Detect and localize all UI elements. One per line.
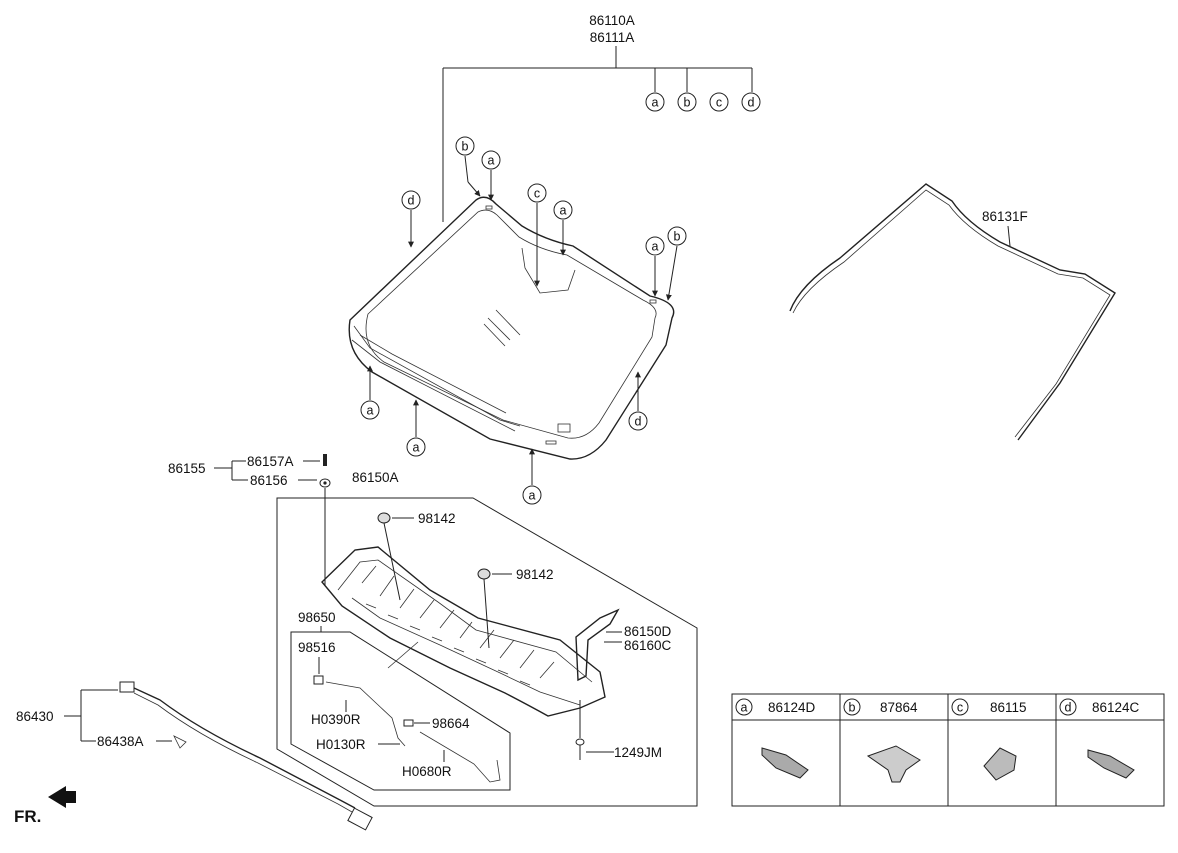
front-arrow-icon (48, 786, 76, 808)
cowl-assembly-frame (276, 497, 698, 807)
svg-text:b: b (674, 230, 681, 244)
screw-1249jm: 1249JM (575, 700, 662, 760)
svg-text:d: d (408, 194, 415, 208)
svg-text:a: a (652, 96, 659, 110)
svg-text:c: c (716, 96, 722, 110)
label-86156: 86156 (250, 473, 288, 488)
svg-text:b: b (684, 96, 691, 110)
label-98516: 98516 (298, 640, 336, 655)
svg-text:d: d (748, 96, 755, 110)
svg-text:86115: 86115 (990, 700, 1027, 715)
label-86438a: 86438A (97, 734, 144, 749)
group-86155: 86155 86157A 86156 86150A (168, 454, 399, 488)
label-86150a: 86150A (352, 470, 399, 485)
label-98142-right: 98142 (516, 567, 554, 582)
windshield-callouts: d b a c a a b d a a a (360, 136, 687, 505)
label-h0130r: H0130R (316, 737, 366, 752)
svg-text:a: a (652, 240, 659, 254)
label-86110a: 86110A (589, 13, 635, 28)
callout-row-top: a b c d (645, 92, 761, 112)
label-86430: 86430 (16, 709, 54, 724)
cowl-extension: 86150D 86160C (575, 608, 672, 682)
legend-table: a 86124D b 87864 c 86115 d 86124C (731, 693, 1165, 807)
svg-text:a: a (488, 154, 495, 168)
cowl-top-cover (321, 546, 606, 717)
svg-text:c: c (957, 701, 963, 715)
svg-text:86124D: 86124D (768, 700, 816, 715)
label-86131f: 86131F (982, 209, 1028, 224)
washer-nozzle: 98142 98142 (377, 511, 554, 649)
svg-text:a: a (367, 404, 374, 418)
svg-text:a: a (560, 204, 567, 218)
label-86150d: 86150D (624, 624, 672, 639)
svg-text:86124C: 86124C (1092, 700, 1140, 715)
svg-text:d: d (1065, 701, 1072, 715)
label-86157a: 86157A (247, 454, 294, 469)
label-86111a: 86111A (590, 30, 635, 45)
windshield-leader: 86110A 86111A (442, 13, 753, 222)
legend-cell-c: c 86115 (951, 698, 1027, 781)
svg-text:a: a (741, 701, 748, 715)
label-98142-left: 98142 (418, 511, 456, 526)
front-indicator: FR. (14, 786, 76, 826)
wiring-harness: 86430 86438A (16, 681, 373, 831)
label-1249jm: 1249JM (614, 745, 662, 760)
svg-text:c: c (534, 187, 540, 201)
svg-text:a: a (413, 441, 420, 455)
legend-cell-a: a 86124D (735, 698, 816, 779)
label-h0680r: H0680R (402, 764, 452, 779)
svg-text:a: a (529, 489, 536, 503)
label-86160c: 86160C (624, 638, 672, 653)
label-98664: 98664 (432, 716, 470, 731)
svg-text:b: b (849, 701, 856, 715)
label-98650: 98650 (298, 610, 336, 625)
legend-cell-d: d 86124C (1059, 698, 1140, 779)
legend-cell-b: b 87864 (843, 698, 921, 783)
label-h0390r: H0390R (311, 712, 361, 727)
front-label: FR. (14, 807, 41, 826)
svg-text:b: b (462, 140, 469, 154)
hose-assembly: 98650 98516 H0390R H0130R H0680R 98664 (290, 610, 511, 791)
svg-text:87864: 87864 (880, 700, 918, 715)
fastener-icon (319, 454, 331, 488)
label-86155: 86155 (168, 461, 206, 476)
windshield-glass (348, 196, 675, 460)
windshield-molding: 86131F (789, 183, 1116, 441)
svg-text:d: d (635, 415, 642, 429)
